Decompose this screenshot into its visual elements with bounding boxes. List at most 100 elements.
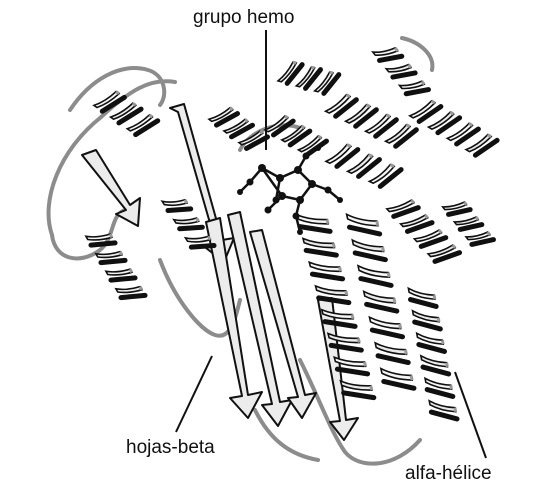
helix-back-strand [410, 300, 436, 307]
helix-back-strand [372, 330, 402, 337]
helix-back-strand [423, 367, 449, 374]
helix-back-strand [306, 250, 336, 255]
helix-shade [185, 200, 187, 203]
helix-shade [442, 340, 443, 344]
beta-leader-line [176, 356, 212, 432]
helix-shade [371, 386, 372, 390]
alpha-leader-line [455, 372, 486, 458]
helix-shade [488, 135, 491, 137]
helix-turn [116, 287, 142, 293]
helix-back-strand [111, 278, 135, 280]
helix-shade [383, 247, 384, 252]
helix-shade [230, 108, 233, 110]
helix-shade [390, 165, 394, 167]
helix-back-strand [460, 225, 482, 230]
helix-shade [346, 291, 347, 295]
helix-turn [375, 343, 406, 354]
helix-shade [245, 119, 248, 121]
helix-shade [438, 318, 439, 322]
helix-back-strand [380, 56, 402, 60]
helix-shade [327, 219, 328, 223]
helix-turn [341, 381, 372, 390]
helix-shade [130, 269, 132, 272]
helix-shade [447, 363, 448, 367]
helix-shade [293, 62, 296, 63]
helix-back-strand [121, 295, 145, 297]
helix-turn [400, 81, 425, 88]
helix-back-strand [344, 393, 374, 398]
helix-turn [303, 239, 334, 248]
helix-shade [140, 287, 142, 290]
heme-group-label: grupo hemo [193, 8, 294, 27]
helix-shade [369, 155, 373, 157]
helix-back-strand [449, 210, 471, 215]
helix-back-strand [427, 390, 453, 397]
helix-shade [406, 125, 410, 127]
helix-shade [455, 408, 456, 412]
helix-shade [318, 136, 321, 138]
helix-shade [149, 115, 152, 117]
helix-turn [316, 286, 347, 295]
helix-shade [386, 115, 390, 117]
beta-sheets-label: hojas-beta [126, 438, 215, 457]
helix-turn [373, 48, 398, 55]
helix-shade [411, 200, 413, 203]
helix-turn [466, 232, 490, 239]
helix-back-strand [101, 260, 125, 262]
helix-shade [285, 116, 288, 118]
helix-turn [364, 291, 395, 302]
helix-turn [86, 234, 112, 240]
helix-shade [411, 375, 412, 380]
helix-turn [381, 369, 412, 380]
helix-shade [451, 385, 452, 389]
helix-shade [439, 230, 441, 233]
helix-shade [133, 103, 136, 105]
helix-shade [422, 81, 424, 84]
helix-back-strand [300, 227, 330, 232]
helix-shade [400, 324, 401, 329]
helix-shade [347, 145, 351, 147]
helix-shade [208, 236, 210, 239]
helix-turn [106, 269, 132, 275]
helix-shade [358, 338, 359, 342]
helix-shade [120, 252, 122, 255]
helix-shade [469, 123, 472, 125]
helix-shade [476, 217, 478, 220]
helix-turn [358, 266, 389, 277]
helix-shade [352, 314, 353, 318]
alpha-helix-label: alfa-hélice [405, 464, 492, 483]
helix-turn [347, 214, 378, 225]
helix-turn [185, 236, 210, 242]
helix-shade [339, 267, 340, 271]
helix-back-strand [393, 73, 415, 77]
helix-shade [197, 218, 199, 221]
helix-shade [330, 72, 333, 73]
helix-back-strand [367, 304, 397, 311]
helix-back-strand [361, 279, 391, 286]
helix-back-strand [472, 240, 494, 245]
helix-back-strand [431, 412, 457, 419]
helix-turn [386, 65, 411, 72]
helix-turn [443, 202, 467, 209]
helix-shade [110, 234, 112, 237]
helix-shade [488, 232, 490, 235]
helix-back-strand [168, 209, 191, 211]
helix-turn [369, 317, 400, 328]
helix-shade [366, 105, 370, 107]
helix-shade [116, 92, 119, 94]
helix-back-strand [349, 227, 379, 234]
helix-back-strand [191, 246, 214, 248]
helix-back-strand [180, 227, 203, 229]
helix-shade [377, 221, 378, 226]
helix-shade [333, 243, 334, 247]
helix-turn [454, 217, 478, 224]
helix-shade [394, 298, 395, 303]
helix-shade [405, 350, 406, 355]
helix-shade [346, 95, 350, 97]
helix-back-strand [337, 369, 367, 374]
helix-shade [464, 202, 466, 205]
helix-turn [174, 218, 199, 224]
helix-shade [395, 48, 397, 51]
